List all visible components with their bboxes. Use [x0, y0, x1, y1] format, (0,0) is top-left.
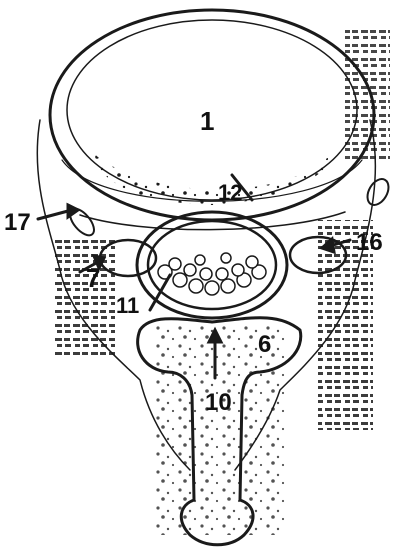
- label-11: 11: [116, 293, 139, 318]
- label-7: 7: [86, 263, 100, 293]
- label-1: 1: [200, 106, 214, 136]
- muscle-hatch-topright: [345, 30, 390, 160]
- muscle-hatch-left: [55, 235, 115, 355]
- label-6: 6: [258, 331, 271, 358]
- label-17: 17: [4, 209, 31, 236]
- cancellous-bone: [90, 150, 335, 205]
- label-12: 12: [218, 180, 242, 205]
- nerve-roots: [158, 253, 266, 295]
- label-10: 10: [205, 389, 232, 416]
- right-lateral-plate: [363, 175, 393, 208]
- label-16: 16: [356, 229, 383, 256]
